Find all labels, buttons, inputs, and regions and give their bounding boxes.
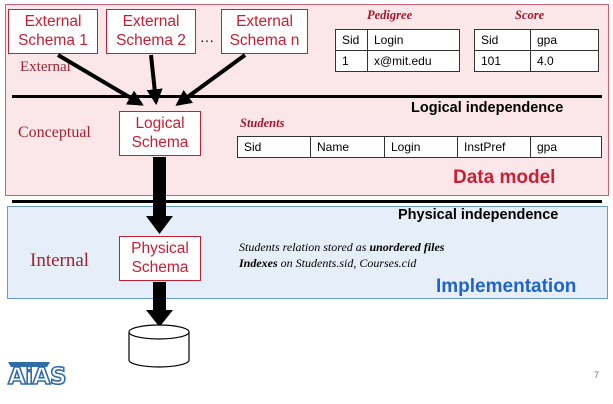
arrow-external-1-to-logical xyxy=(56,53,144,106)
data-model-label: Data model xyxy=(453,167,556,188)
storage-note-prefix: Students relation stored as xyxy=(239,240,370,254)
table-header-cell: Name xyxy=(310,136,385,158)
logical-independence-label: Logical independence xyxy=(411,100,564,116)
physical-schema-line1: Physical xyxy=(131,240,189,257)
external-schema-n-line2: Schema n xyxy=(229,32,300,49)
table-row: Sid gpa xyxy=(474,29,599,51)
arrow-logical-to-physical-head xyxy=(146,216,173,234)
table-cell: x@mit.edu xyxy=(367,50,460,72)
index-note-bold: Indexes xyxy=(239,256,278,270)
external-schema-2-line2: Schema 2 xyxy=(116,32,186,49)
arrow-physical-to-storage-shaft xyxy=(153,282,166,312)
ellipsis: ··· xyxy=(200,32,214,48)
storage-note-bold: unordered files xyxy=(369,240,445,254)
arrow-external-2-to-logical xyxy=(146,54,163,106)
external-schema-1-box: External Schema 1 xyxy=(8,9,98,54)
students-table-title: Students xyxy=(240,116,285,130)
database-cylinder-icon xyxy=(128,324,190,368)
score-table: Sid gpa 101 4.0 xyxy=(474,29,599,72)
table-row: Sid Login xyxy=(335,29,460,51)
index-note: Indexes on Students.sid, Courses.cid xyxy=(239,256,416,271)
logical-independence-line xyxy=(12,95,602,98)
aias-logo-icon: AiAS xyxy=(7,362,67,391)
external-schema-1-line2: Schema 1 xyxy=(18,32,88,49)
external-schema-2-box: External Schema 2 xyxy=(106,9,196,54)
table-cell: 101 xyxy=(474,50,531,72)
external-schema-n-line1: External xyxy=(236,13,293,30)
storage-note: Students relation stored as unordered fi… xyxy=(239,240,444,255)
table-header-cell: Login xyxy=(384,136,458,158)
external-schema-2-line1: External xyxy=(122,13,180,30)
table-header-cell: gpa xyxy=(530,136,602,158)
logical-schema-line2: Schema xyxy=(131,134,189,151)
physical-independence-label: Physical independence xyxy=(398,207,559,223)
conceptual-level-label: Conceptual xyxy=(18,124,91,141)
implementation-region xyxy=(7,206,608,299)
table-row: 1 x@mit.edu xyxy=(335,50,460,72)
pedigree-table: Sid Login 1 x@mit.edu xyxy=(335,29,460,72)
arrow-physical-to-storage-head xyxy=(146,310,173,327)
physical-independence-line xyxy=(12,200,602,203)
external-level-label: External xyxy=(20,59,71,75)
score-table-title: Score xyxy=(515,8,545,22)
external-schema-n-box: External Schema n xyxy=(221,9,308,54)
table-cell: 4.0 xyxy=(530,50,599,72)
arrow-logical-to-physical-shaft xyxy=(153,157,166,218)
students-table: Sid Name Login InstPref gpa xyxy=(237,136,602,158)
internal-level-label: Internal xyxy=(30,250,90,271)
logo-text: AiAS xyxy=(8,364,66,390)
physical-schema-box: Physical Schema xyxy=(119,236,201,281)
pedigree-table-title: Pedigree xyxy=(367,8,413,22)
table-row: Sid Name Login InstPref gpa xyxy=(237,136,602,158)
logical-schema-box: Logical Schema xyxy=(119,111,201,156)
logical-schema-line1: Logical xyxy=(135,115,185,132)
table-header-cell: Login xyxy=(367,29,460,51)
index-note-rest: on Students.sid, Courses.cid xyxy=(277,256,417,270)
physical-schema-line2: Schema xyxy=(131,259,189,276)
table-row: 101 4.0 xyxy=(474,50,599,72)
external-schema-1-line1: External xyxy=(24,13,82,30)
implementation-label: Implementation xyxy=(436,276,577,297)
arrow-external-n-to-logical xyxy=(175,53,247,106)
page-number: 7 xyxy=(594,370,600,380)
table-header-cell: Sid xyxy=(237,136,311,158)
